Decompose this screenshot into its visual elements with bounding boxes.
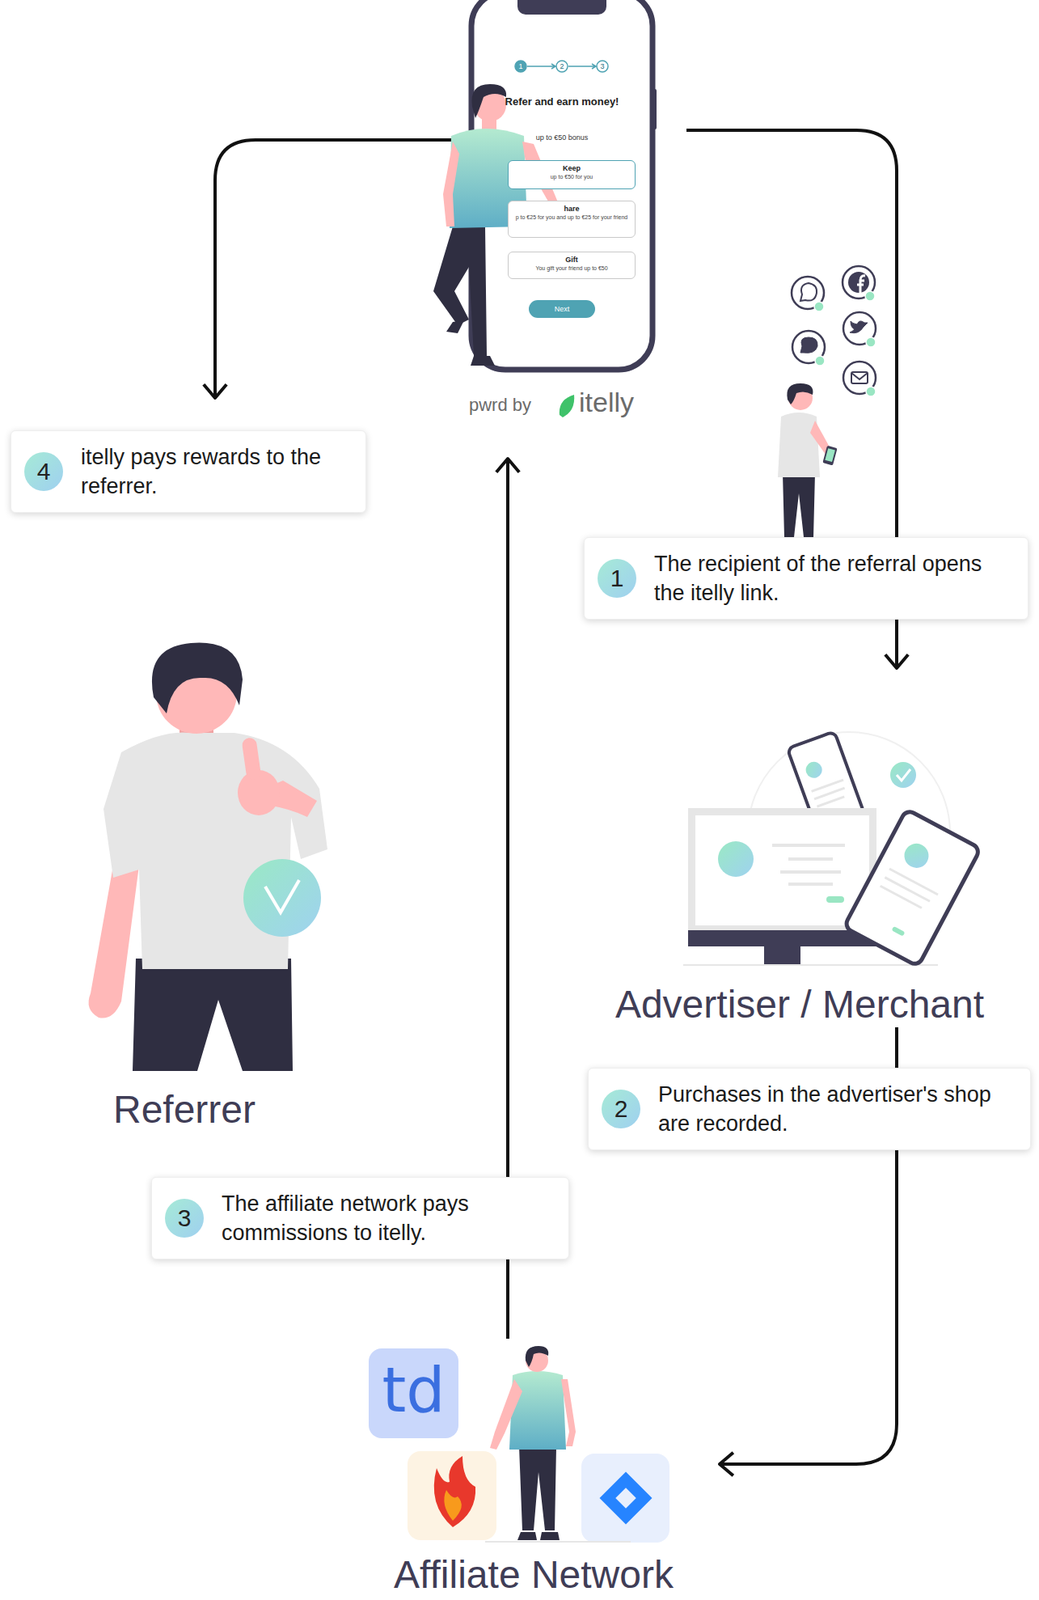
step-callout: 4 itelly pays rewards to the referrer. (10, 430, 367, 513)
callout-text: itelly pays rewards to the referrer. (80, 442, 348, 501)
badges (814, 291, 876, 397)
phone-screen: Refer and earn money! up to €50 bonusKeep… (471, 0, 653, 370)
step-number: 3 (596, 60, 609, 72)
callout-number: 3 (164, 1198, 204, 1238)
social-icons (791, 266, 876, 394)
powered-by: pwrd by (468, 394, 532, 416)
step-callout: 1 The recipient of the referral opens the… (583, 536, 1029, 620)
option-button: GiftYou gift your friend up to €50 (507, 251, 636, 279)
referrer-node: Referrer (80, 638, 288, 1132)
option-button: Keepup to €50 for you (507, 160, 636, 190)
node-label: Affiliate Network (355, 1551, 712, 1597)
callout-text: The recipient of the referral opens the … (654, 549, 1002, 608)
next-button: Next (528, 299, 596, 318)
recipient-person (777, 383, 838, 537)
step-callout: 3 The affiliate network pays commissions … (151, 1176, 570, 1259)
merchant-devices (683, 730, 981, 967)
logo-text: td (368, 1347, 459, 1438)
node-label: Advertiser / Merchant (585, 981, 1014, 1027)
screen-title: Refer and earn money! (501, 95, 623, 109)
callout-number: 4 (24, 451, 64, 491)
option-text: p to €25 for you and up to €25 for your … (511, 213, 632, 221)
brand-name: itelly (578, 386, 634, 419)
option-text: up to €50 for you (511, 173, 632, 181)
option-button: harep to €25 for you and up to €25 for y… (507, 200, 636, 238)
step-callout: 2 Purchases in the advertiser's shop are … (587, 1067, 1031, 1150)
node-label: Referrer (80, 1086, 288, 1132)
referrer-person (88, 642, 328, 1071)
callout-text: Purchases in the advertiser's shop are r… (658, 1079, 1006, 1138)
affiliate-person (485, 1345, 631, 1542)
flow-arrow (203, 139, 472, 398)
affiliate-logos (368, 1347, 670, 1542)
option-text: You gift your friend up to €50 (511, 264, 632, 272)
step-number: 1 (515, 60, 527, 72)
option-title: Keep (511, 163, 632, 174)
merchant-node: Advertiser / Merchant (585, 671, 1014, 1027)
callout-number: 1 (597, 558, 637, 598)
option-title: hare (511, 203, 632, 214)
button-text: Next (528, 299, 596, 318)
callout-number: 2 (601, 1089, 641, 1128)
itelly-leaf (559, 394, 575, 418)
step-number: 2 (556, 60, 568, 72)
screen-subtitle: up to €50 bonus (501, 133, 623, 142)
option-title: Gift (511, 254, 632, 265)
callout-text: The affiliate network pays commissions t… (221, 1188, 545, 1247)
